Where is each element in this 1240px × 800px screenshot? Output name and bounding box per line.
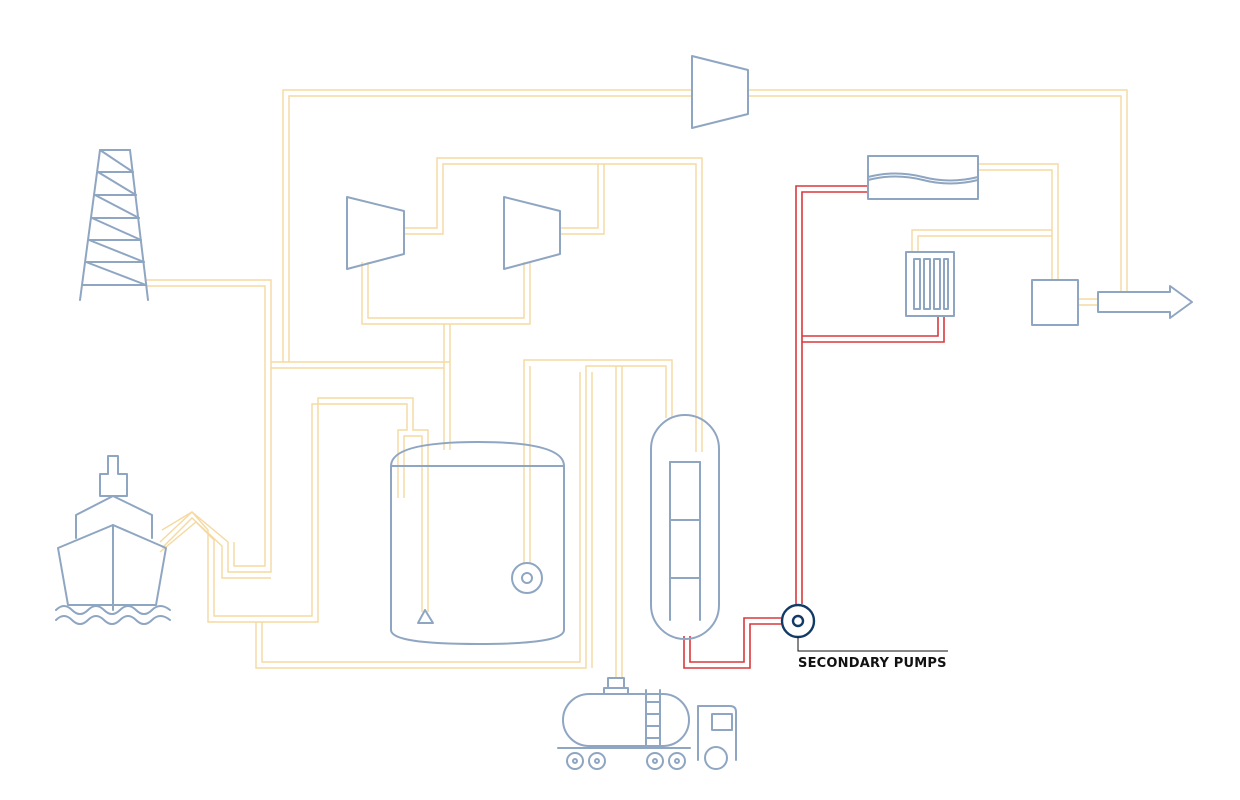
- pipe-line: [748, 95, 1122, 292]
- pipe-line: [159, 403, 408, 617]
- pipe-line: [405, 163, 697, 452]
- derrick-icon: [79, 149, 149, 301]
- pipe-line: [403, 435, 423, 612]
- pipe-line: [561, 164, 599, 229]
- pipe-line: [282, 89, 692, 362]
- pipe-line: [795, 185, 868, 604]
- secondary-pumps-callout: SECONDARY PUMPS: [797, 637, 948, 671]
- pipe-line: [146, 285, 266, 567]
- callout-leader: [797, 637, 948, 652]
- pipe-line: [361, 262, 531, 325]
- compressor-icon: [346, 196, 405, 270]
- pipe-line: [802, 316, 939, 337]
- pipe-line: [261, 372, 581, 663]
- pipe-line: [159, 397, 429, 623]
- vaporizer-icon: [905, 251, 955, 317]
- pipe-line: [689, 617, 781, 663]
- pump-icon[interactable]: [780, 603, 816, 639]
- equipment: [55, 55, 1193, 770]
- pipe-line: [917, 235, 1052, 252]
- pipe-line: [911, 229, 1052, 252]
- secondary-pumps-label: SECONDARY PUMPS: [798, 656, 947, 671]
- pipe-line: [146, 279, 272, 573]
- pipe-line: [683, 623, 781, 669]
- pipe-line: [801, 191, 868, 604]
- heat-exchanger-icon: [867, 155, 979, 200]
- compressor-icon: [691, 55, 749, 129]
- pipe-line: [802, 316, 945, 343]
- column-icon: [650, 414, 720, 640]
- pipe-line: [367, 262, 525, 319]
- metering-box-icon: [1031, 279, 1079, 326]
- pipe-line: [288, 95, 692, 362]
- pipe-network: [146, 89, 1128, 678]
- tanker-truck-icon: [557, 677, 737, 770]
- pipe-line: [978, 169, 1053, 280]
- pipe-line: [748, 89, 1128, 292]
- ship-icon: [55, 455, 171, 625]
- pipe-line: [978, 163, 1059, 280]
- pipe-line: [405, 157, 703, 452]
- highlight-pipe: [683, 185, 945, 669]
- pipe-line: [523, 359, 673, 564]
- pipe-line: [561, 164, 605, 235]
- send-out-arrow-icon: [1097, 285, 1193, 319]
- storage-tank-icon: [390, 441, 565, 645]
- pipe-line: [161, 517, 271, 579]
- compressor-icon: [503, 196, 561, 270]
- pipe-line: [255, 365, 667, 669]
